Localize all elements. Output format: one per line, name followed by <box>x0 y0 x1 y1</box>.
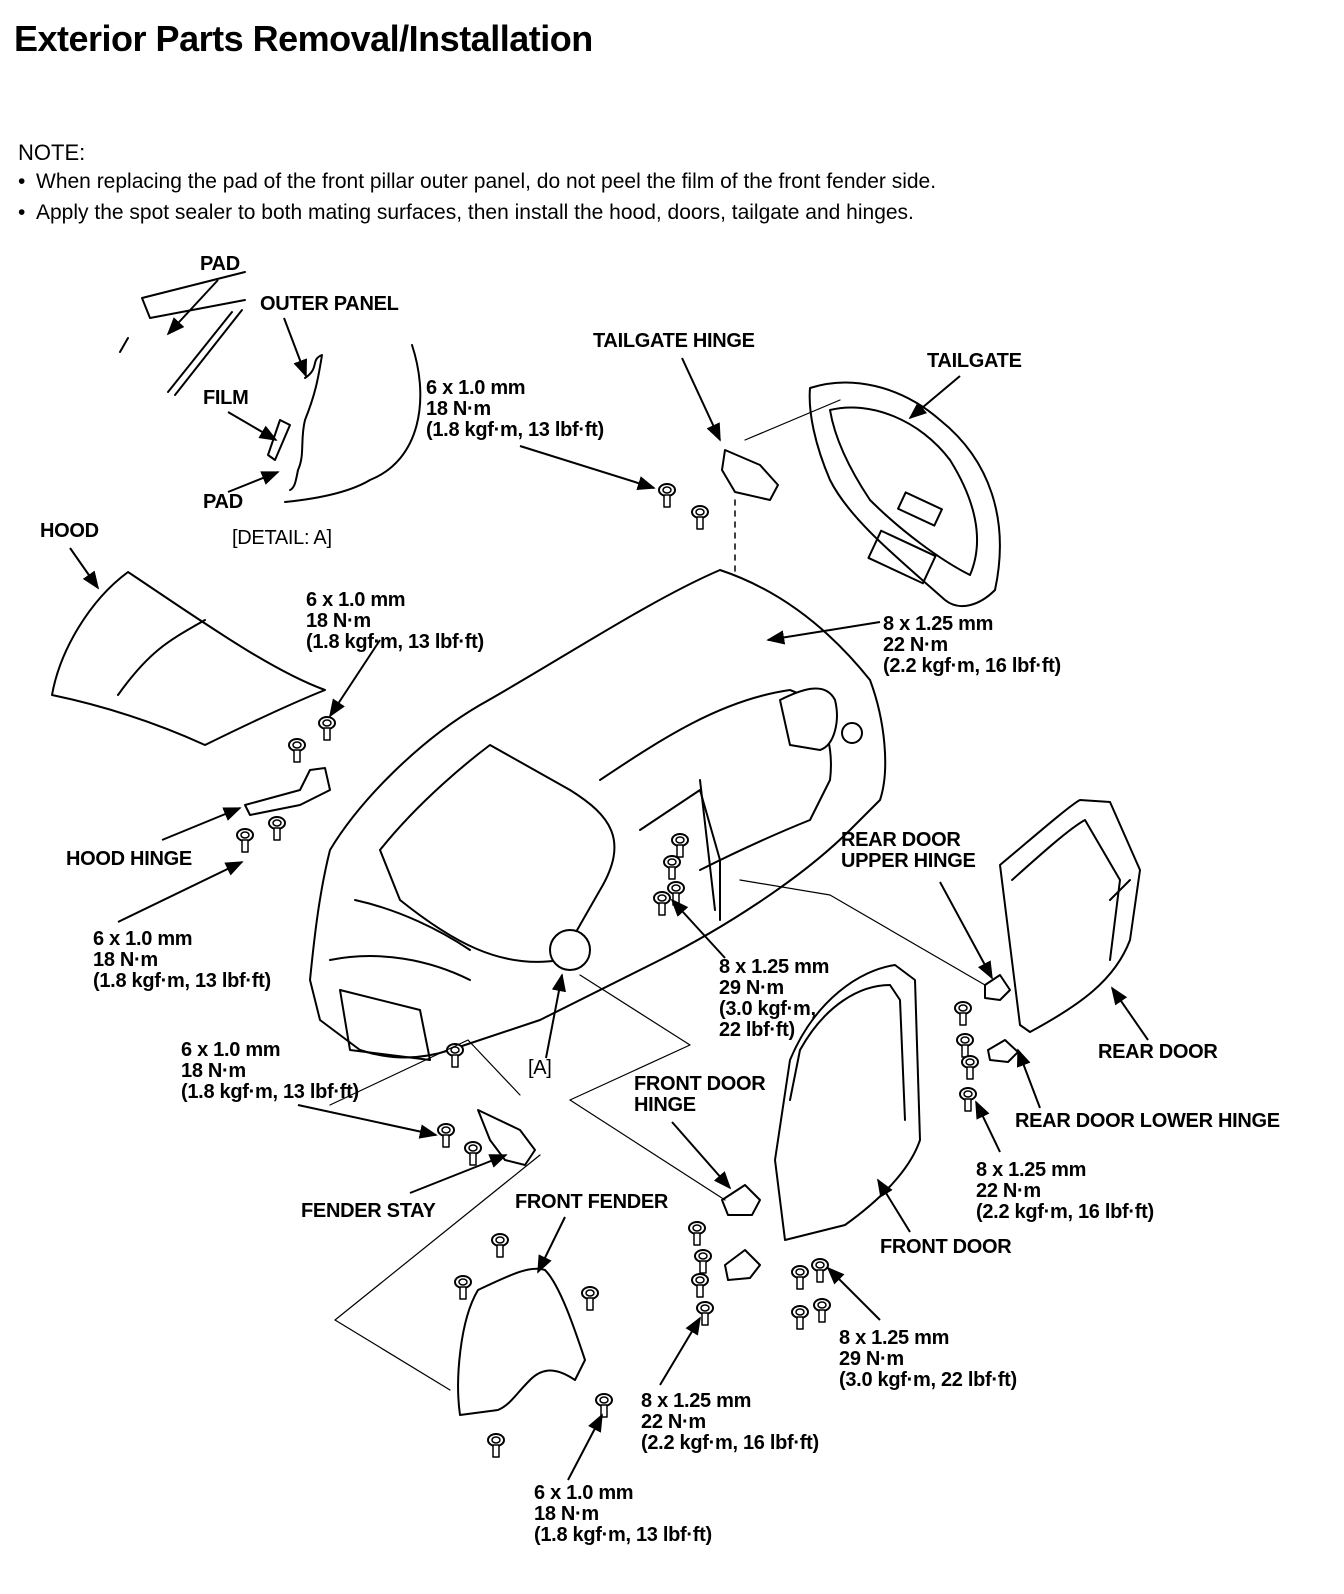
label-line: 22 N·m <box>883 634 948 656</box>
label-line: (2.2 kgf·m, 16 lbf·ft) <box>883 655 1061 677</box>
torque-hood-hinge-lower: 6 x 1.0 mm 18 N·m (1.8 kgf·m, 13 lbf·ft) <box>93 929 271 992</box>
label-rear-door-upper-hinge: REAR DOOR UPPER HINGE <box>841 830 976 872</box>
rear-door-hinges <box>954 974 1019 1112</box>
label-front-door: FRONT DOOR <box>880 1236 1012 1258</box>
torque-front-door-hinge-left: 8 x 1.25 mm 22 N·m (2.2 kgf·m, 16 lbf·ft… <box>641 1391 819 1454</box>
front-door-panel <box>774 964 921 1241</box>
torque-tailgate-hinge-bolt: 6 x 1.0 mm 18 N·m (1.8 kgf·m, 13 lbf·ft) <box>426 378 604 441</box>
front-fender-panel <box>454 1233 613 1458</box>
label-line: 8 x 1.25 mm <box>976 1159 1087 1181</box>
label-rear-door: REAR DOOR <box>1098 1041 1218 1063</box>
label-line: 18 N·m <box>93 949 158 971</box>
hood-hinge-part <box>236 716 336 853</box>
vehicle-body-frame <box>309 569 887 1068</box>
label-line: (1.8 kgf·m, 13 lbf·ft) <box>426 419 604 441</box>
label-line: 8 x 1.25 mm <box>839 1327 950 1349</box>
label-line: 6 x 1.0 mm <box>181 1039 281 1061</box>
torque-hood-hinge-upper: 6 x 1.0 mm 18 N·m (1.8 kgf·m, 13 lbf·ft) <box>306 590 484 653</box>
label-fender-stay: FENDER STAY <box>301 1200 436 1222</box>
label-front-door-hinge: FRONT DOOR HINGE <box>634 1073 766 1116</box>
rear-door-panel <box>999 799 1141 1033</box>
label-line: (1.8 kgf·m, 13 lbf·ft) <box>534 1524 712 1546</box>
tailgate-panel <box>808 381 1001 608</box>
label-line: 22 lbf·ft) <box>719 1019 795 1041</box>
label-line: 6 x 1.0 mm <box>534 1482 634 1504</box>
label-pad-bottom: PAD <box>203 491 243 513</box>
label-line: (3.0 kgf·m, 22 lbf·ft) <box>839 1369 1017 1391</box>
label-line: 8 x 1.25 mm <box>641 1390 752 1412</box>
label-line: 18 N·m <box>306 610 371 632</box>
label-line: (2.2 kgf·m, 16 lbf·ft) <box>641 1432 819 1454</box>
page-title: Exterior Parts Removal/Installation <box>14 18 593 59</box>
label-tailgate-hinge: TAILGATE HINGE <box>593 330 755 352</box>
label-line: HINGE <box>634 1094 696 1116</box>
label-line: 18 N·m <box>426 398 491 420</box>
note-item-1-text: When replacing the pad of the front pill… <box>36 170 937 193</box>
label-hood-hinge: HOOD HINGE <box>66 848 192 870</box>
label-line: 18 N·m <box>534 1503 599 1525</box>
note-heading: NOTE: <box>18 140 86 165</box>
label-pad-top: PAD <box>200 253 240 275</box>
leader-arrows <box>69 279 1149 1481</box>
label-line: 22 N·m <box>641 1411 706 1433</box>
label-line: UPPER HINGE <box>841 850 976 872</box>
label-line: 8 x 1.25 mm <box>883 613 994 635</box>
note-item-2-text: Apply the spot sealer to both mating sur… <box>36 201 914 224</box>
label-line: (2.2 kgf·m, 16 lbf·ft) <box>976 1201 1154 1223</box>
label-line: 29 N·m <box>839 1348 904 1370</box>
label-line: REAR DOOR <box>841 829 961 851</box>
torque-tailgate-hinge-nut: 8 x 1.25 mm 22 N·m (2.2 kgf·m, 16 lbf·ft… <box>883 614 1061 677</box>
label-line: (1.8 kgf·m, 13 lbf·ft) <box>181 1081 359 1103</box>
label-line: (1.8 kgf·m, 13 lbf·ft) <box>306 631 484 653</box>
front-door-hinges <box>688 1184 831 1330</box>
label-ref-a: [A] <box>528 1057 552 1079</box>
label-line: 18 N·m <box>181 1060 246 1082</box>
torque-front-fender-bolt: 6 x 1.0 mm 18 N·m (1.8 kgf·m, 13 lbf·ft) <box>534 1483 712 1546</box>
note-item-1: • When replacing the pad of the front pil… <box>18 170 936 194</box>
label-line: 8 x 1.25 mm <box>719 956 830 978</box>
label-detail-a: [DETAIL: A] <box>232 527 332 549</box>
label-line: 6 x 1.0 mm <box>93 928 193 950</box>
torque-fender-stay-bolt: 6 x 1.0 mm 18 N·m (1.8 kgf·m, 13 lbf·ft) <box>181 1040 359 1103</box>
fender-stay-part <box>437 1109 536 1166</box>
label-line: 22 N·m <box>976 1180 1041 1202</box>
label-line: 6 x 1.0 mm <box>426 377 526 399</box>
torque-front-door-hinge-right: 8 x 1.25 mm 29 N·m (3.0 kgf·m, 22 lbf·ft… <box>839 1328 1017 1391</box>
label-outer-panel: OUTER PANEL <box>260 293 399 315</box>
label-line: FRONT DOOR <box>634 1073 766 1095</box>
torque-door-hinge-body: 8 x 1.25 mm 29 N·m (3.0 kgf·m, 22 lbf·ft… <box>719 957 829 1041</box>
label-line: (1.8 kgf·m, 13 lbf·ft) <box>93 970 271 992</box>
label-tailgate: TAILGATE <box>927 350 1022 372</box>
label-hood: HOOD <box>40 520 99 542</box>
label-line: 29 N·m <box>719 977 784 999</box>
label-rear-door-lower-hinge: REAR DOOR LOWER HINGE <box>1015 1110 1280 1132</box>
bullet-icon: • <box>18 201 26 224</box>
bullet-icon: • <box>18 170 26 193</box>
label-line: (3.0 kgf·m, <box>719 998 816 1020</box>
label-line: 6 x 1.0 mm <box>306 589 406 611</box>
label-front-fender: FRONT FENDER <box>515 1191 669 1213</box>
torque-rear-door-hinge: 8 x 1.25 mm 22 N·m (2.2 kgf·m, 16 lbf·ft… <box>976 1160 1154 1223</box>
label-film: FILM <box>203 387 249 409</box>
note-item-2: • Apply the spot sealer to both mating su… <box>18 201 914 225</box>
hood-panel <box>51 571 326 746</box>
reference-lines <box>329 399 986 1391</box>
